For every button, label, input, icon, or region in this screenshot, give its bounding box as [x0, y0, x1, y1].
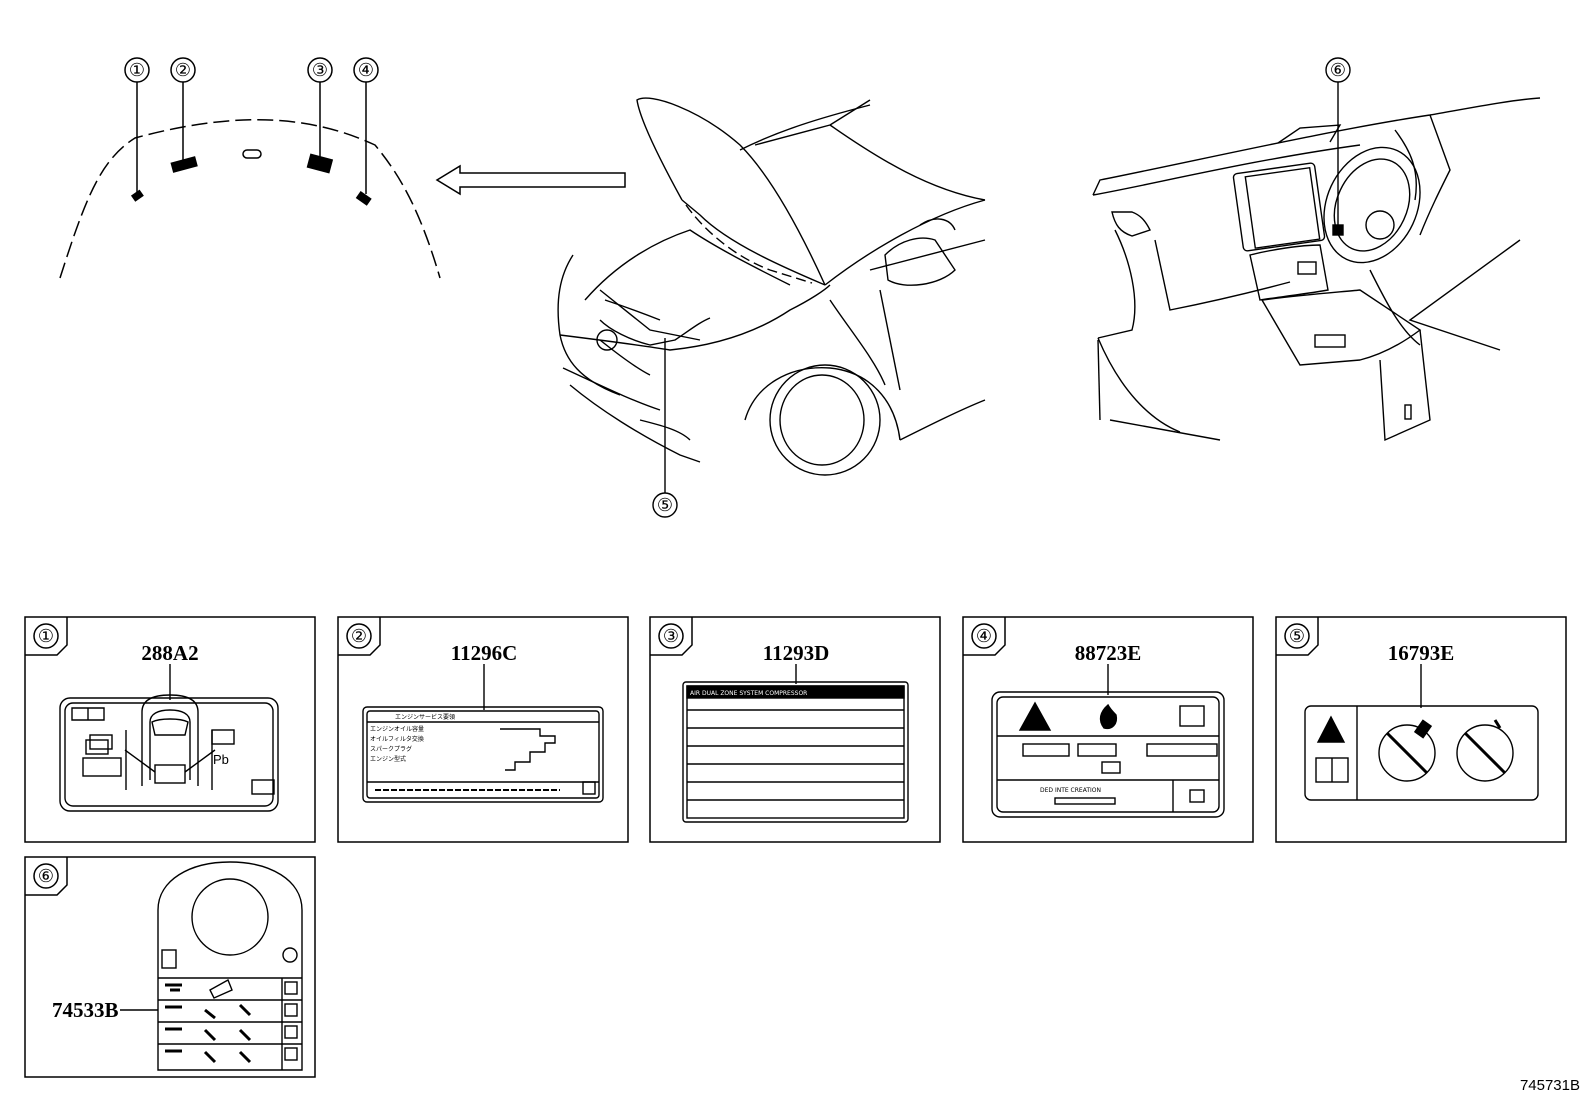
panel-4-index: ④: [976, 626, 992, 646]
battery-pb-text: Pb: [213, 752, 229, 767]
panel-6: [24, 856, 316, 1078]
callout-2-top: [170, 57, 196, 83]
label-11293D-art: [682, 664, 909, 823]
warning-triangle-icon: [1018, 701, 1052, 731]
hood-latch: [242, 149, 262, 159]
hood-label-marker-4: [355, 191, 372, 206]
label3-header: AIR DUAL ZONE SYSTEM COMPRESSOR: [690, 690, 807, 697]
callout-4-top-text: ④: [358, 60, 374, 80]
panel-frames: [24, 616, 1567, 1078]
panel-4: [962, 616, 1254, 843]
part-number-74533B: 74533B: [52, 998, 119, 1022]
car-illustration: [557, 97, 986, 518]
callout-6-top: [1325, 57, 1351, 83]
panel-5: [1275, 616, 1567, 843]
label4-bottom-text: DED INTE CREATION: [1040, 787, 1101, 794]
panel-2: [337, 616, 629, 843]
hood-label-marker-1: [130, 189, 144, 202]
label-16793E-art: [1304, 664, 1539, 801]
part-number-288A2: 288A2: [141, 641, 198, 665]
part-number-16793E: 16793E: [1388, 641, 1455, 665]
hood-label-marker-2: [170, 156, 198, 173]
label2-row-1: エンジンオイル容量: [370, 725, 424, 733]
label2-row-2: オイルフィルタ交換: [370, 735, 424, 743]
label-11296C-art: [362, 664, 604, 803]
callout-1-top: [124, 57, 150, 83]
label2-row-4: エンジン型式: [370, 755, 406, 763]
label-88723E-art: [991, 664, 1225, 818]
part-number-11296C: 11296C: [451, 641, 518, 665]
label-74533B-art: [120, 861, 303, 1071]
label2-title: エンジンサービス要領: [395, 713, 455, 721]
interior-illustration: [1092, 57, 1541, 442]
panel-1-index: ①: [38, 626, 54, 646]
hood-outline-view: [59, 57, 441, 279]
warning-triangle-icon: [1316, 715, 1346, 743]
part-number-11293D: 11293D: [763, 641, 830, 665]
panel-6-index: ⑥: [38, 866, 54, 886]
label2-row-3: スパークプラグ: [370, 745, 412, 753]
callout-1-top-text: ①: [129, 60, 145, 80]
view-arrow: [435, 164, 626, 196]
battery-icon-left: [89, 734, 113, 750]
callout-3-top-text: ③: [312, 60, 328, 80]
manual-key-icon: [1179, 705, 1205, 727]
callout-5-car-text: ⑤: [657, 495, 673, 515]
panel-3: [649, 616, 941, 843]
panel-2-index: ②: [351, 626, 367, 646]
callout-4-top: [353, 57, 379, 83]
battery-icon-right: [211, 729, 235, 745]
callout-5-car: [652, 492, 678, 518]
interior-label-marker-6: [1332, 224, 1344, 236]
flame-icon: [1099, 703, 1118, 730]
label-288A2-art: [59, 664, 279, 812]
panel-5-index: ⑤: [1289, 626, 1305, 646]
callout-6-top-text: ⑥: [1330, 60, 1346, 80]
hood-label-marker-3: [306, 153, 334, 174]
callout-2-top-text: ②: [175, 60, 191, 80]
manual-icon: [71, 707, 105, 721]
diagram-reference-number: 745731B: [1520, 1077, 1580, 1094]
panel-1: [24, 616, 316, 843]
panel-3-index: ③: [663, 626, 679, 646]
part-number-88723E: 88723E: [1075, 641, 1142, 665]
callout-3-top: [307, 57, 333, 83]
